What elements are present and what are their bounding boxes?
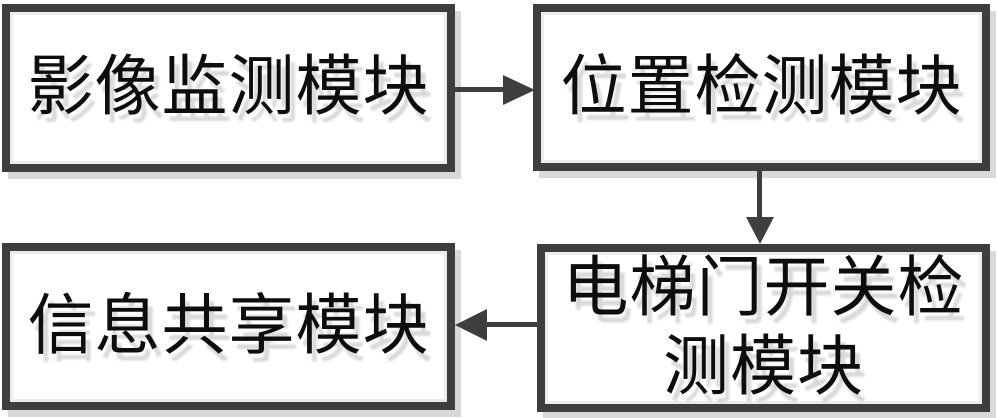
connector-position-to-door-line <box>757 170 762 218</box>
connector-image-to-position-line <box>453 87 505 92</box>
box-elevator-door-switch-detection-module: 电梯门开关检测模块 <box>537 244 990 412</box>
arrowhead-right-icon <box>503 75 535 105</box>
box-information-sharing-label: 信息共享模块 <box>27 289 430 363</box>
box-position-detection-label: 位置检测模块 <box>560 50 963 124</box>
box-image-monitoring-label: 影像监测模块 <box>27 51 430 125</box>
box-elevator-door-switch-detection-label: 电梯门开关检测模块 <box>562 251 965 404</box>
box-position-detection-module: 位置检测模块 <box>533 4 990 171</box>
arrowhead-down-icon <box>746 217 774 244</box>
box-information-sharing-module: 信息共享模块 <box>2 243 455 410</box>
box-image-monitoring-module: 影像监测模块 <box>2 4 455 172</box>
arrowhead-left-icon <box>455 309 487 341</box>
connector-door-to-sharing-line <box>487 322 539 327</box>
